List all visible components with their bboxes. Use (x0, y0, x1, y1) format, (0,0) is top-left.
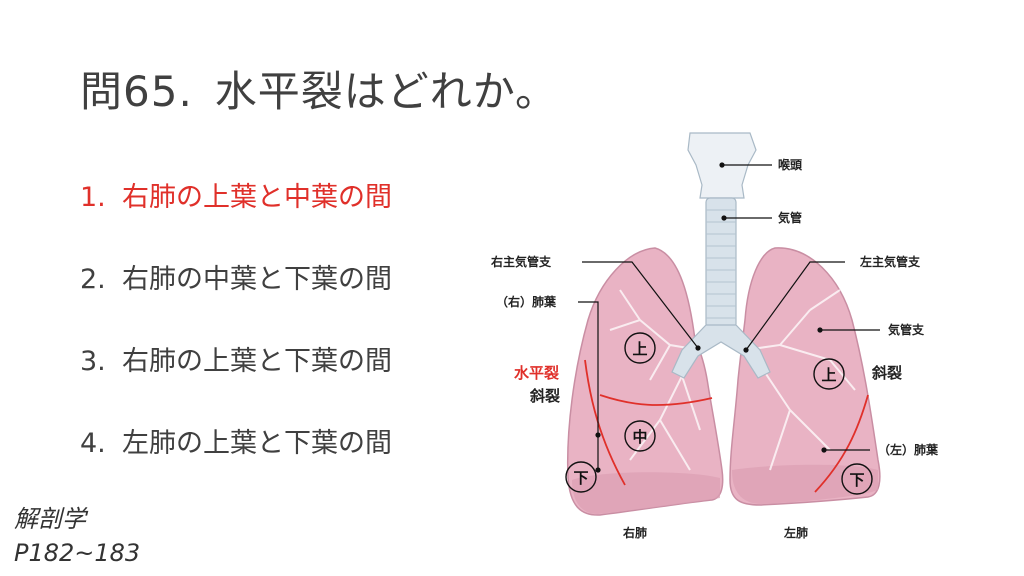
lobe-right-upper: 上 (624, 332, 656, 364)
option-text: 右肺の上葉と下葉の間 (122, 346, 392, 377)
label-horizontal-fissure: 水平裂 (514, 364, 559, 382)
left-oblique-fissure-line (814, 394, 869, 493)
svg-text:下: 下 (849, 471, 864, 489)
option-text: 右肺の中葉と下葉の間 (122, 264, 392, 295)
label-left-oblique-fissure: 斜裂 (871, 364, 902, 382)
label-bronchi: 気管支 (888, 322, 925, 337)
lobe-left-lower: 下 (841, 463, 873, 495)
main-bronchi-shape (671, 324, 771, 379)
label-larynx: 喉頭 (778, 157, 803, 172)
label-right-oblique-fissure: 斜裂 (529, 387, 560, 405)
source-pages: P182~183 (14, 539, 141, 567)
question-number: 問65. (80, 67, 193, 116)
lung-diagram: 上 中 下 上 下 喉頭 気管 右主気管支 左主気管支 （右）肺葉 気管支 水平… (490, 132, 939, 540)
lobe-right-lower: 下 (565, 461, 597, 493)
right-lung-base (572, 472, 720, 514)
lobe-left-upper: 上 (813, 358, 845, 390)
answer-option-4[interactable]: 4. 左肺の上葉と下葉の間 (80, 424, 392, 506)
left-lung-base (732, 464, 878, 504)
label-right-lung-lobe: （右）肺葉 (496, 294, 557, 309)
label-right-main-bronchus: 右主気管支 (490, 254, 552, 269)
svg-text:上: 上 (821, 366, 836, 384)
trachea-rings (706, 209, 736, 319)
answer-option-1[interactable]: 1. 右肺の上葉と中葉の間 (80, 178, 392, 260)
option-index: 3. (80, 346, 106, 377)
label-trachea: 気管 (778, 210, 802, 225)
option-index: 2. (80, 264, 106, 295)
lobe-right-middle: 中 (624, 420, 656, 452)
label-left-lung-lobe: （左）肺葉 (878, 442, 939, 457)
label-right-lung: 右肺 (622, 525, 647, 540)
leader-lines (578, 164, 880, 470)
answer-option-3[interactable]: 3. 右肺の上葉と下葉の間 (80, 342, 392, 424)
answer-option-2[interactable]: 2. 右肺の中葉と下葉の間 (80, 260, 392, 342)
question-text: 水平裂はどれか。 (214, 67, 558, 116)
bronchial-tree (609, 289, 856, 471)
leader-dots (595, 162, 827, 473)
label-left-main-bronchus: 左主気管支 (859, 254, 921, 269)
question-title: 問65. 水平裂はどれか。 (80, 58, 558, 119)
option-index: 1. (80, 182, 106, 213)
svg-text:下: 下 (573, 469, 588, 487)
source-book: 解剖学 (14, 505, 86, 533)
option-index: 4. (80, 428, 106, 459)
answer-options: 1. 右肺の上葉と中葉の間 2. 右肺の中葉と下葉の間 3. 右肺の上葉と下葉の間 4… (80, 178, 392, 506)
label-left-lung: 左肺 (783, 525, 808, 540)
svg-text:上: 上 (632, 340, 647, 358)
option-text: 右肺の上葉と中葉の間 (122, 182, 392, 213)
source-reference: 解剖学 P182~183 (14, 502, 140, 570)
option-text: 左肺の上葉と下葉の間 (122, 428, 392, 459)
horizontal-fissure-line (599, 394, 713, 406)
svg-text:中: 中 (632, 428, 647, 446)
